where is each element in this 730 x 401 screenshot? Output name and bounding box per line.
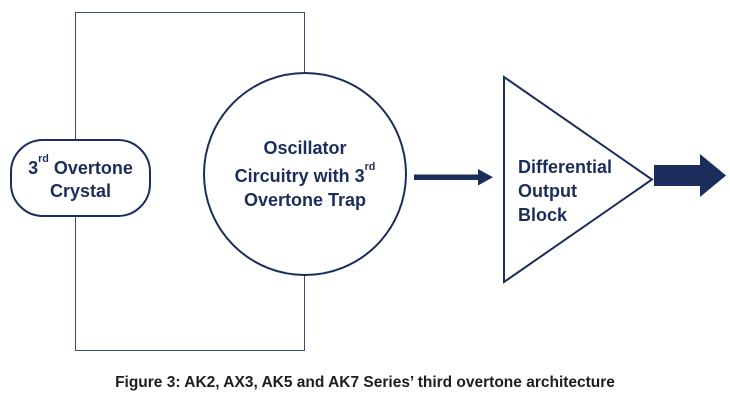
flow-arrow-icon bbox=[414, 169, 493, 186]
crystal-label: 3rd Overtone Crystal bbox=[28, 152, 133, 201]
oscillator-node: Oscillator Circuitry with 3rd Overtone T… bbox=[203, 72, 407, 276]
output-arrow-icon bbox=[654, 154, 726, 197]
differential-output-triangle bbox=[503, 75, 654, 284]
oscillator-label: Oscillator Circuitry with 3rd Overtone T… bbox=[234, 138, 376, 210]
crystal-node: 3rd Overtone Crystal bbox=[10, 139, 151, 217]
differential-output-label: Differential Output Block bbox=[518, 157, 613, 225]
figure-caption: Figure 3: AK2, AX3, AK5 and AK7 Series’ … bbox=[115, 374, 615, 391]
